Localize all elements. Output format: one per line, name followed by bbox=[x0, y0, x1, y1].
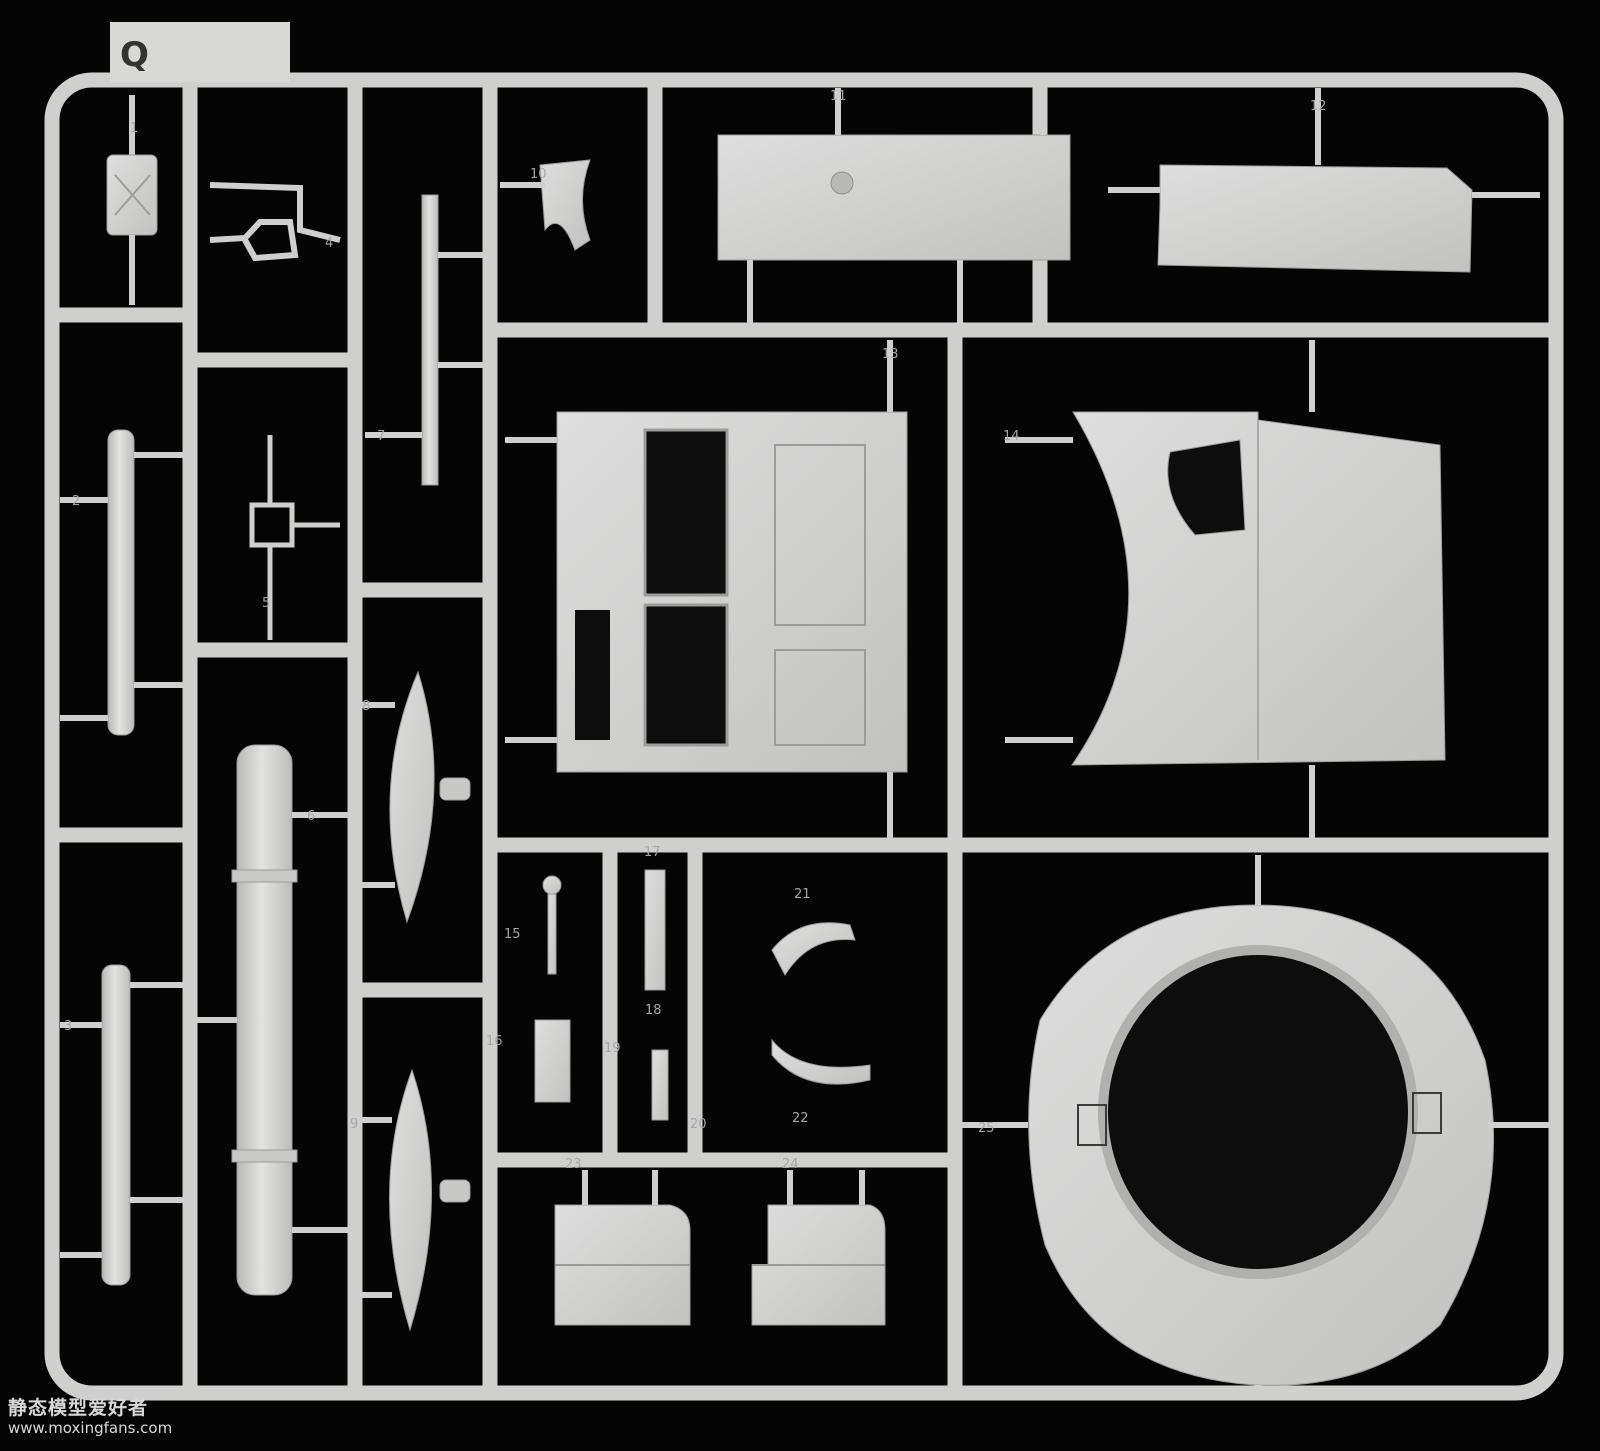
part-label-16: 16 bbox=[486, 1034, 503, 1049]
part-label-23: 23 bbox=[565, 1157, 582, 1172]
part-label-11: 11 bbox=[830, 89, 847, 104]
watermark-url: www.moxingfans.com bbox=[8, 1419, 173, 1437]
part-label-3: 3 bbox=[64, 1019, 72, 1034]
part-label-20: 20 bbox=[690, 1117, 707, 1132]
part-label-6: 6 bbox=[307, 809, 315, 824]
part-label-22: 22 bbox=[792, 1111, 809, 1126]
part-label-17: 17 bbox=[644, 845, 661, 860]
part-14-hull-side bbox=[1005, 340, 1446, 840]
part-label-7: 7 bbox=[377, 429, 385, 444]
part-6-pole bbox=[195, 744, 350, 1296]
part-25-ring bbox=[960, 855, 1550, 1393]
sprue-tab: Q bbox=[110, 22, 290, 82]
sprue-letter: Q bbox=[120, 35, 149, 75]
part-label-19: 19 bbox=[604, 1041, 621, 1056]
part-9-cover bbox=[360, 1068, 471, 1332]
part-24-box bbox=[751, 1170, 886, 1326]
part-10-hook bbox=[500, 159, 591, 251]
part-7-rod bbox=[365, 194, 485, 486]
part-label-9: 9 bbox=[350, 1117, 358, 1132]
part-label-24: 24 bbox=[782, 1157, 799, 1172]
part-23-box bbox=[554, 1170, 691, 1326]
part-3-tube bbox=[60, 964, 185, 1286]
part-5-bracket bbox=[249, 435, 340, 640]
part-label-14: 14 bbox=[1003, 429, 1020, 444]
part-13-hull-side bbox=[505, 340, 908, 840]
part-label-18: 18 bbox=[645, 1003, 662, 1018]
part-label-2: 2 bbox=[72, 494, 80, 509]
sprue-runners bbox=[44, 72, 1564, 1401]
part-label-8: 8 bbox=[362, 699, 370, 714]
part-label-21: 21 bbox=[794, 887, 811, 902]
part-2-tube bbox=[60, 429, 185, 736]
part-number-labels: 1 2 3 4 5 6 7 8 9 10 11 12 13 14 15 16 1… bbox=[64, 89, 1327, 1172]
part-1-box bbox=[106, 95, 158, 305]
part-label-1: 1 bbox=[130, 121, 138, 136]
part-label-4: 4 bbox=[325, 236, 333, 251]
small-parts bbox=[534, 869, 871, 1121]
part-label-25: 25 bbox=[978, 1121, 995, 1136]
part-4-linkage bbox=[209, 182, 341, 262]
part-12-panel bbox=[1108, 88, 1540, 273]
part-11-panel bbox=[717, 88, 1071, 325]
part-label-12: 12 bbox=[1310, 99, 1327, 114]
part-label-15: 15 bbox=[504, 927, 521, 942]
part-label-5: 5 bbox=[262, 596, 270, 611]
watermark-title: 静态模型爱好者 bbox=[8, 1397, 149, 1419]
part-8-cover bbox=[360, 670, 471, 924]
part-label-13: 13 bbox=[882, 347, 899, 362]
part-label-10: 10 bbox=[530, 167, 547, 182]
